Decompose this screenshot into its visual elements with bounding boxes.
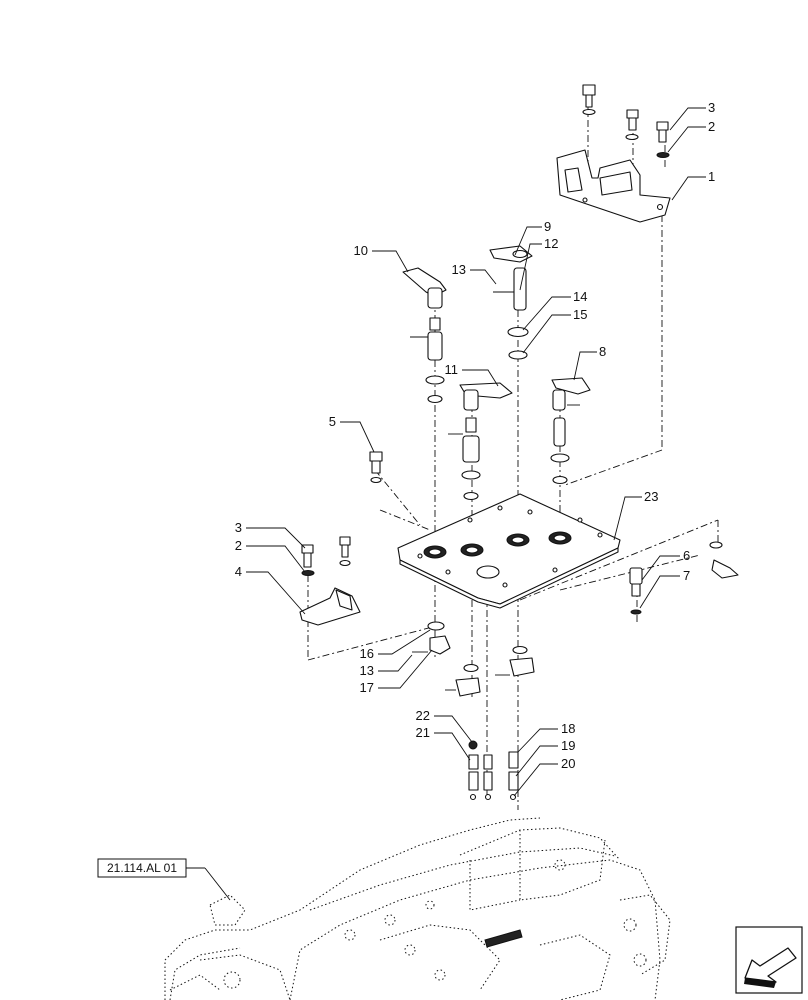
callout-22: 22 — [416, 708, 430, 723]
callout-labels: 3 2 1 9 12 10 13 14 15 8 11 5 23 3 2 4 6… — [235, 100, 715, 771]
callout-21: 21 — [416, 725, 430, 740]
callout-15: 15 — [573, 307, 587, 322]
leader-lines — [246, 107, 706, 797]
callout-11: 11 — [445, 362, 459, 377]
callout-13-lower: 13 — [360, 663, 374, 678]
callout-19: 19 — [561, 738, 575, 753]
callout-3-left: 3 — [235, 520, 242, 535]
lever-8 — [550, 377, 591, 485]
callout-4: 4 — [235, 564, 242, 579]
left-bracket — [299, 536, 361, 626]
callout-20: 20 — [561, 756, 575, 771]
callout-2: 2 — [708, 119, 715, 134]
callout-8: 8 — [599, 344, 606, 359]
lever-10 — [402, 267, 447, 404]
lever-11 — [448, 382, 513, 501]
callout-5: 5 — [329, 414, 336, 429]
callout-3: 3 — [708, 100, 715, 115]
callout-7: 7 — [683, 568, 690, 583]
bolt-5 — [369, 451, 383, 484]
callout-14: 14 — [573, 289, 587, 304]
callout-16: 16 — [360, 646, 374, 661]
reference-label: 21.114.AL 01 — [107, 861, 177, 875]
callout-23: 23 — [644, 489, 658, 504]
callout-6: 6 — [683, 548, 690, 563]
sensor-6 — [629, 541, 739, 615]
callout-1: 1 — [708, 169, 715, 184]
callout-13: 13 — [452, 262, 466, 277]
callout-10: 10 — [354, 243, 368, 258]
arrow-icon[interactable] — [735, 926, 803, 994]
callout-12: 12 — [544, 236, 558, 251]
cover-plate — [397, 493, 621, 609]
transmission-housing — [164, 817, 671, 1000]
top-bracket — [556, 149, 671, 223]
lower-parts — [412, 621, 535, 801]
callout-2-left: 2 — [235, 538, 242, 553]
callout-9: 9 — [544, 219, 551, 234]
callout-18: 18 — [561, 721, 575, 736]
top-bolts — [582, 84, 670, 158]
reference-link[interactable]: 21.114.AL 01 — [97, 858, 231, 901]
callout-17: 17 — [360, 680, 374, 695]
